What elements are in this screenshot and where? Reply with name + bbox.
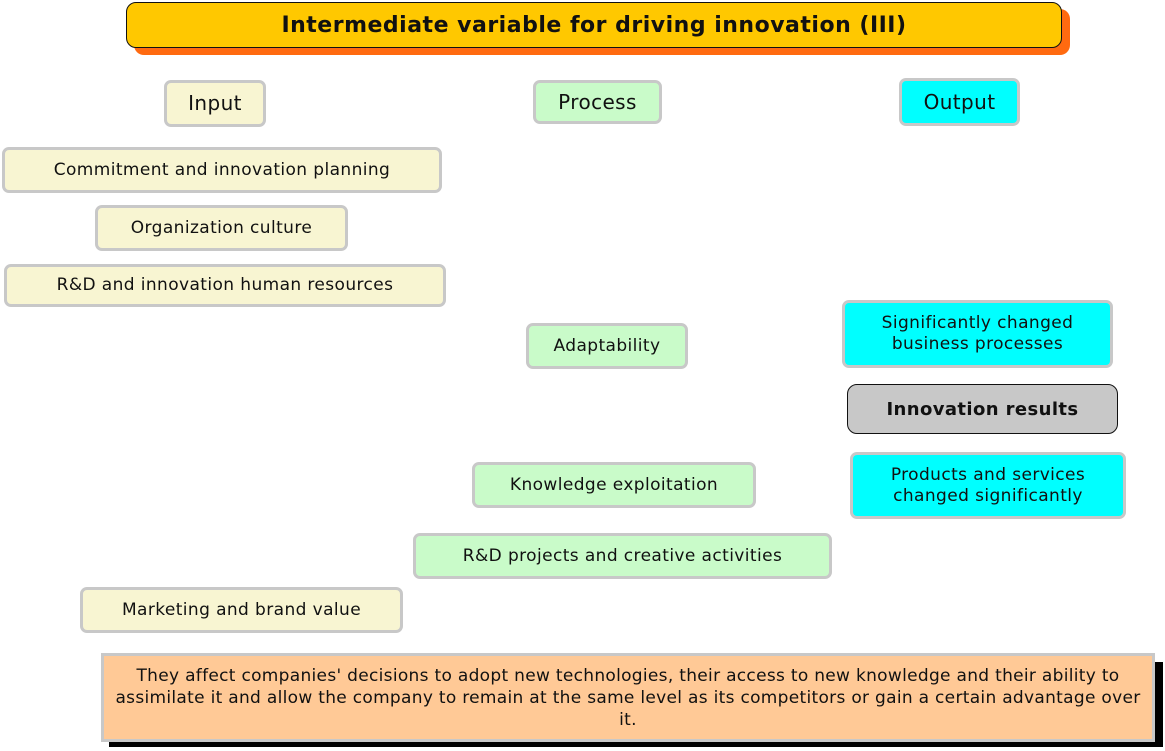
- input-item-commitment: Commitment and innovation planning: [2, 147, 442, 193]
- innovation-results: Innovation results: [847, 384, 1118, 434]
- note-box: They affect companies' decisions to adop…: [101, 653, 1155, 742]
- input-item-marketing: Marketing and brand value: [80, 587, 403, 633]
- input-header: Input: [164, 80, 266, 127]
- title-banner: Intermediate variable for driving innova…: [126, 2, 1070, 55]
- input-item-culture: Organization culture: [95, 205, 348, 251]
- output-item-business-processes: Significantly changed business processes: [842, 300, 1113, 368]
- process-item-rd-projects: R&D projects and creative activities: [413, 533, 832, 579]
- process-item-adaptability: Adaptability: [526, 323, 688, 369]
- process-item-knowledge: Knowledge exploitation: [472, 462, 756, 508]
- process-header: Process: [533, 80, 662, 124]
- diagram-title: Intermediate variable for driving innova…: [126, 2, 1062, 48]
- output-item-products-services: Products and services changed significan…: [850, 452, 1126, 519]
- input-item-hr: R&D and innovation human resources: [4, 264, 446, 307]
- output-header: Output: [899, 78, 1020, 126]
